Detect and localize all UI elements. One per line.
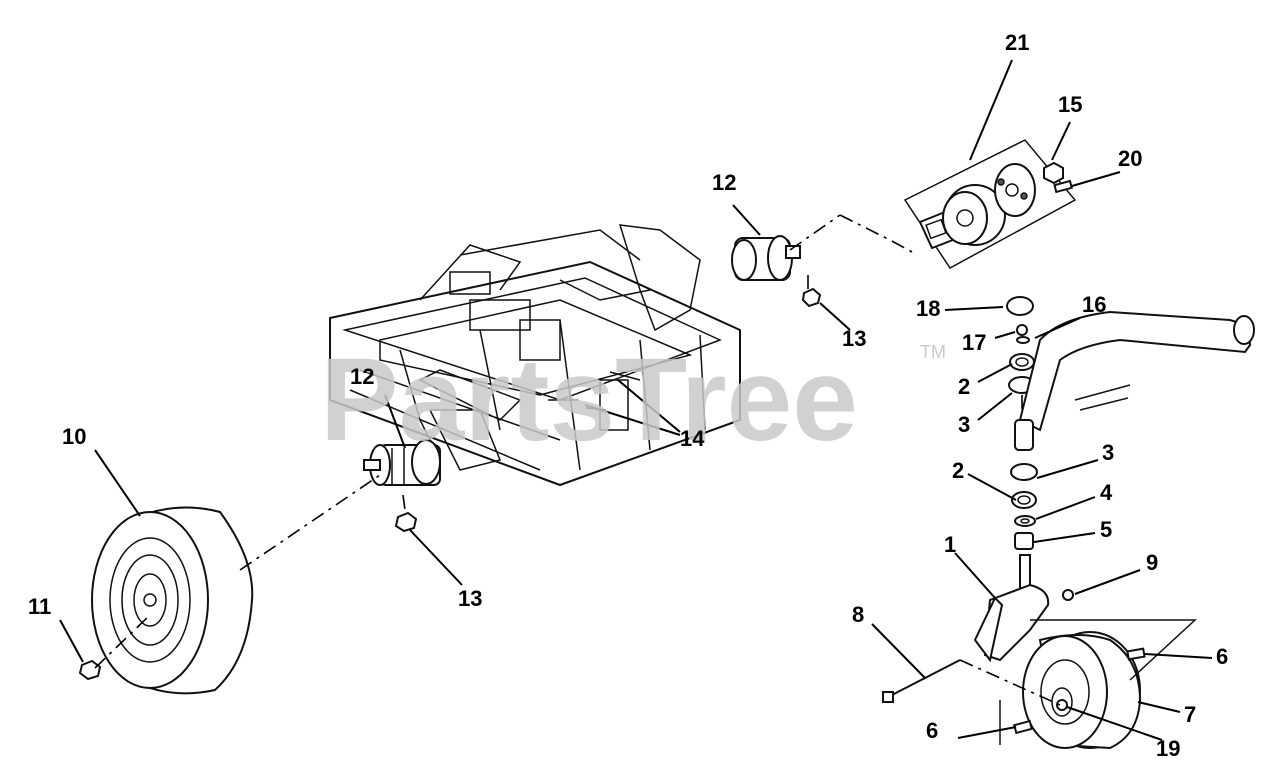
lug-nut-11 [78, 659, 102, 681]
callout-12-left: 12 [350, 364, 374, 389]
callout-4: 4 [1100, 480, 1113, 505]
nut-9 [1062, 589, 1074, 601]
callout-3-top: 3 [958, 412, 970, 437]
lock-nut-17 [1016, 324, 1028, 336]
axle-bearing-19 [1056, 699, 1068, 711]
spacer-5 [1014, 532, 1034, 550]
callout-19: 19 [1156, 736, 1180, 761]
callout-3-bottom: 3 [1102, 440, 1114, 465]
caster-bracket-outline [999, 619, 1197, 745]
bearing-2-bottom [1011, 491, 1037, 509]
axle-bolt-6-a [1126, 647, 1146, 661]
nut-15 [1043, 161, 1064, 185]
wheel-motor-right [731, 235, 801, 281]
callout-21: 21 [1005, 30, 1029, 55]
nut-13-right [801, 287, 822, 308]
callout-13-left: 13 [458, 586, 482, 611]
wheel-motor-left [363, 439, 441, 486]
callout-6-bottom: 6 [926, 718, 938, 743]
callout-11: 11 [28, 594, 51, 619]
callout-17: 17 [962, 330, 986, 355]
washer-16 [1016, 336, 1030, 344]
callout-5: 5 [1100, 517, 1112, 542]
watermark-tm: TM [920, 342, 946, 362]
center-lines [94, 214, 1061, 706]
caster-fork [973, 554, 1050, 663]
callout-7: 7 [1184, 702, 1196, 727]
callout-8: 8 [852, 602, 864, 627]
caster-wheel [1022, 631, 1142, 750]
callout-2-top: 2 [958, 374, 970, 399]
callout-20: 20 [1118, 146, 1142, 171]
bearing-2-top [1009, 353, 1035, 371]
callout-15: 15 [1058, 92, 1082, 117]
callout-6-right: 6 [1216, 644, 1228, 669]
rear-wheel [91, 506, 254, 695]
callout-16: 16 [1082, 292, 1106, 317]
callouts: 21 15 20 12 13 18 16 17 2 3 3 2 4 5 1 9 … [28, 30, 1228, 761]
callout-14: 14 [680, 426, 705, 451]
callout-12-right: 12 [712, 170, 736, 195]
watermark-text: PartsTree [320, 334, 858, 466]
callout-10: 10 [62, 424, 86, 449]
axle-bolt-6-b [1013, 719, 1033, 735]
watermark: PartsTree TM [320, 334, 946, 466]
front-axle-arm [1014, 310, 1255, 451]
callout-9: 9 [1146, 550, 1158, 575]
callout-1: 1 [944, 532, 956, 557]
leader-lines [59, 59, 1213, 741]
clutch-assembly [903, 139, 1077, 269]
nut-13-left [394, 511, 418, 533]
callout-13-right: 13 [842, 326, 866, 351]
chassis-frame [329, 224, 741, 487]
callout-18: 18 [916, 296, 940, 321]
race-3-bottom [1010, 463, 1038, 481]
bolt-20 [1053, 179, 1073, 194]
callout-2-bottom: 2 [952, 458, 964, 483]
axle-bolt-8 [882, 659, 961, 703]
washer-4 [1014, 515, 1036, 527]
dust-cap-18 [1006, 296, 1034, 316]
